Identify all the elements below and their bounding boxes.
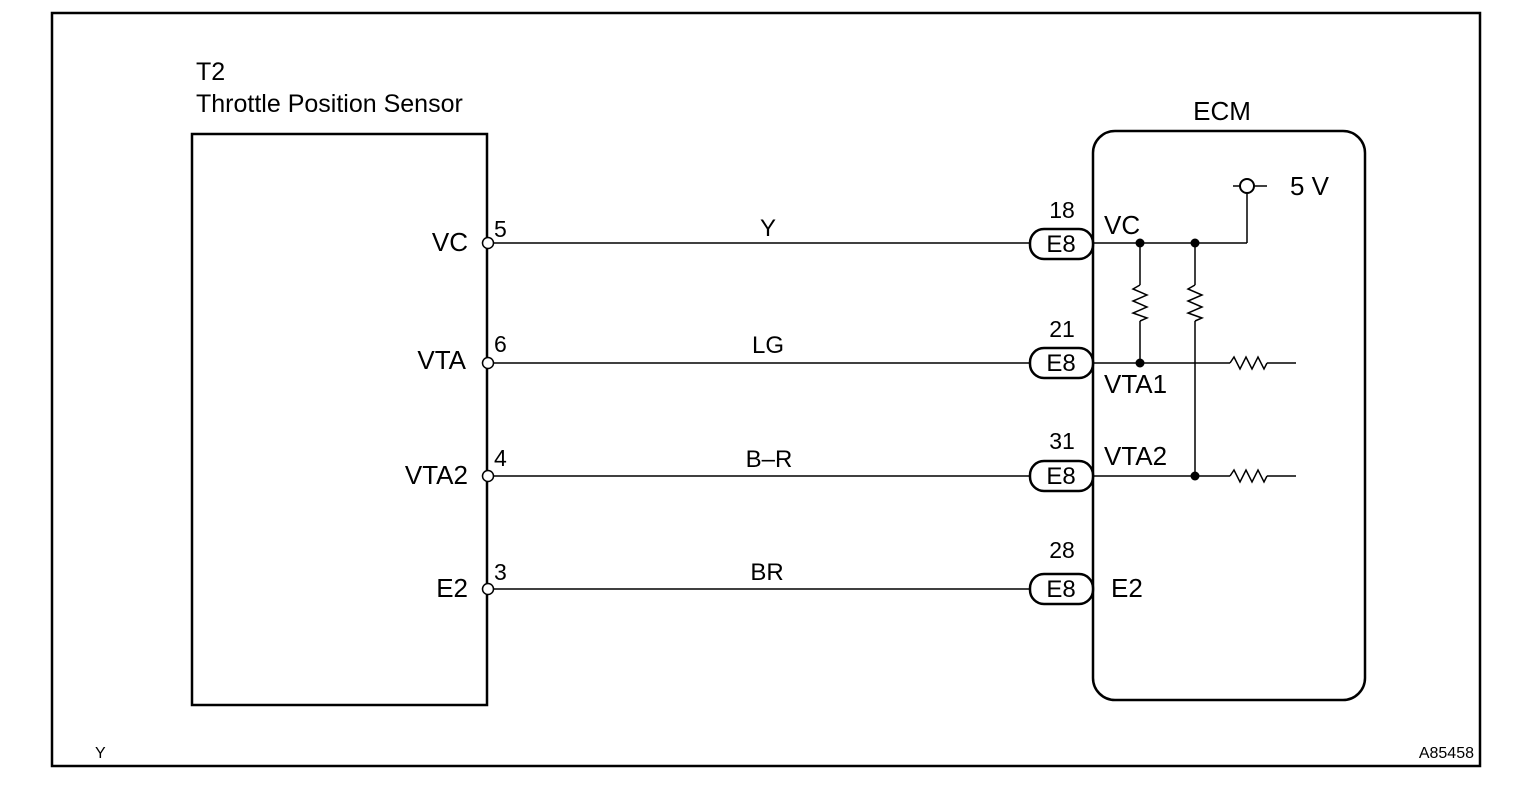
ecm-terminal-label: E2 (1111, 573, 1143, 603)
connector-badge (1028, 459, 1095, 493)
sensor-terminal-label: VTA2 (405, 460, 468, 490)
sensor-pin-number: 5 (494, 216, 507, 242)
connector-badge (1028, 346, 1095, 380)
wire-color-label: LG (752, 332, 784, 359)
ecm-pin-number: 31 (1049, 428, 1075, 454)
connector-label: E8 (1046, 231, 1075, 258)
sensor-box (190, 132, 489, 707)
connector-label: E8 (1046, 576, 1075, 603)
connector-badge (1028, 227, 1095, 261)
sensor-terminal-label: VTA (417, 345, 466, 375)
circuit-vta: VTA 6 LG 21 E8 VTA1 (417, 316, 1167, 399)
wire-color-label: B–R (746, 446, 793, 473)
ecm-pin-number: 18 (1049, 197, 1075, 223)
ecm-label: ECM (1193, 96, 1251, 126)
diagram-frame (50, 11, 1482, 768)
sensor-name: Throttle Position Sensor (196, 90, 463, 118)
ecm-pin-number: 28 (1049, 537, 1075, 563)
sensor-terminal-pin (481, 469, 495, 483)
sensor-pin-number: 6 (494, 331, 507, 357)
connector-label: E8 (1046, 350, 1075, 377)
ecm-box (1091, 129, 1367, 702)
ecm-terminal-label: VC (1104, 210, 1140, 240)
footer-left-code: Y (95, 745, 106, 762)
junction-dots (1135, 238, 1200, 481)
sensor-terminal-pin (481, 582, 495, 596)
ecm-pin-number: 21 (1049, 316, 1075, 342)
wire-color-label: BR (750, 559, 783, 586)
sensor-terminal-pin (481, 356, 495, 370)
sensor-code: T2 (196, 58, 225, 86)
ecm-terminal-label: VTA1 (1104, 369, 1167, 399)
supply-5v: 5 V (1233, 171, 1330, 243)
circuit-vta2: VTA2 4 B–R 31 E8 VTA2 (405, 428, 1167, 493)
ecm-terminal-label: VTA2 (1104, 441, 1167, 471)
connector-label: E8 (1046, 463, 1075, 490)
circuit-vc: VC 5 Y 18 E8 VC (432, 197, 1140, 261)
wire-color-label: Y (760, 215, 776, 242)
circuit-e2: E2 3 BR 28 E8 E2 (436, 537, 1143, 606)
sensor-pin-number: 4 (494, 445, 507, 471)
sensor-pin-number: 3 (494, 559, 507, 585)
sensor-terminal-label: VC (432, 227, 468, 257)
connector-badge (1028, 572, 1095, 606)
figure-id: A85458 (1419, 745, 1474, 762)
sensor-terminal-pin (481, 236, 495, 250)
supply-voltage-label: 5 V (1290, 171, 1330, 201)
ecm-internal-wiring (1093, 242, 1296, 484)
sensor-terminal-label: E2 (436, 573, 468, 603)
